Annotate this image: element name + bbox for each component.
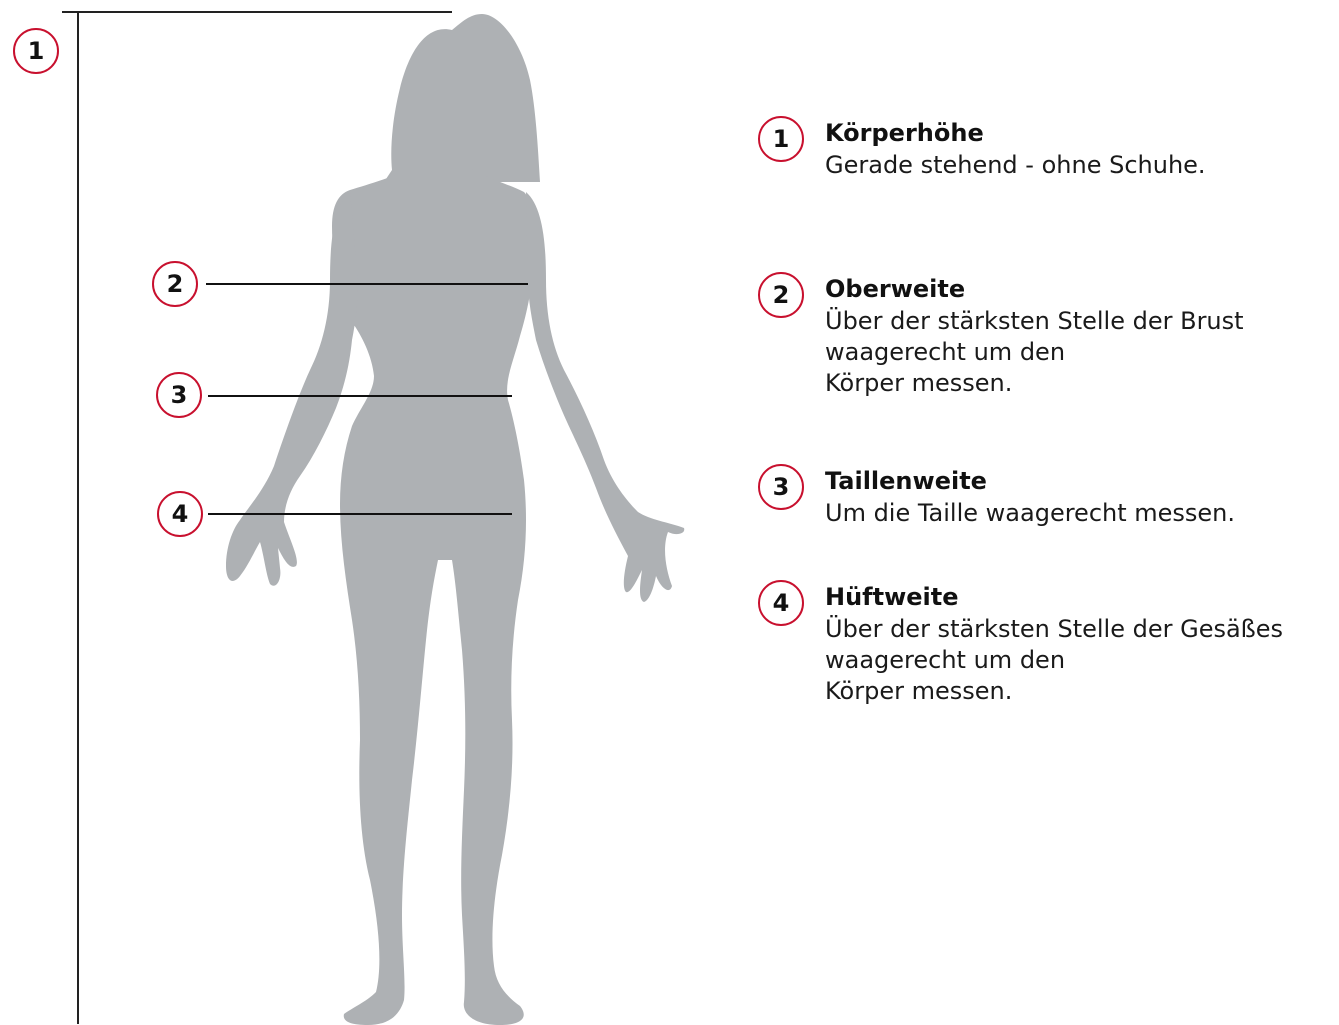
legend-title: Oberweite [825,274,965,304]
legend-number-badge: 4 [758,580,804,626]
bust-marker: 2 [152,261,198,307]
female-silhouette [226,14,684,1025]
hip-marker: 4 [157,491,203,537]
legend-title: Körperhöhe [825,118,984,148]
legend-number-badge: 1 [758,116,804,162]
height-marker: 1 [13,28,59,74]
legend-number-badge: 3 [758,464,804,510]
legend-title: Taillenweite [825,466,987,496]
legend-number-badge: 2 [758,272,804,318]
legend-title: Hüftweite [825,582,959,612]
waist-marker: 3 [156,372,202,418]
legend-description: Über der stärksten Stelle der Gesäßes wa… [825,614,1339,707]
legend-description: Über der stärksten Stelle der Brust waag… [825,306,1339,399]
legend-description: Gerade stehend - ohne Schuhe. [825,150,1339,181]
legend-description: Um die Taille waagerecht messen. [825,498,1339,529]
